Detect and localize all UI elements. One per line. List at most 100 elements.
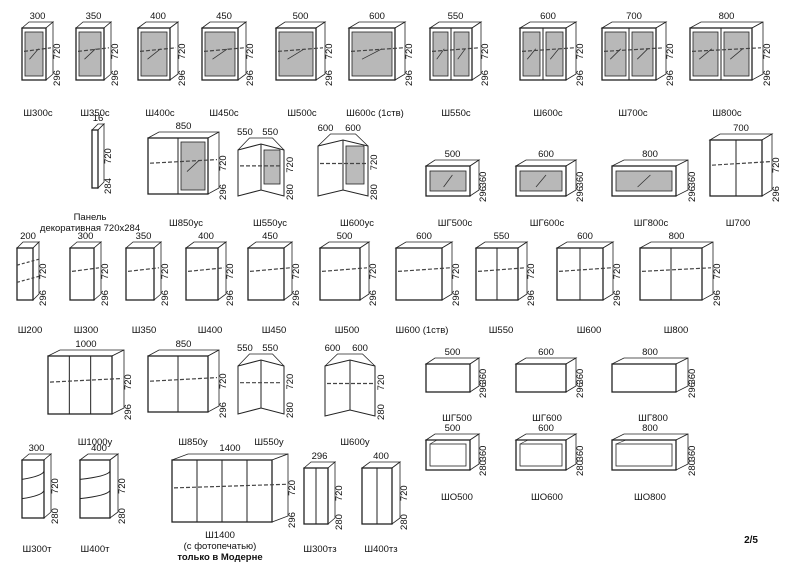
cabinet-front <box>185 247 219 301</box>
dim-depth: 280 <box>285 402 296 418</box>
item-label-sh400: Ш400 <box>198 325 223 336</box>
item-label-sh850u: Ш850у <box>178 437 207 448</box>
dim-height: 360 <box>478 172 489 188</box>
dim-depth: 296 <box>612 290 623 306</box>
item-label-shg600s: ШГ600с <box>530 218 564 229</box>
dim-height: 720 <box>376 374 387 390</box>
item-name: Ш600ус <box>340 218 374 229</box>
item-label-shg600: ШГ600 <box>532 413 562 424</box>
dim-width: 1400 <box>219 443 240 454</box>
item-label-sh600us: Ш600ус <box>340 218 374 229</box>
item-name: Ш200 <box>17 325 43 336</box>
item-label-sh700s: Ш700с <box>618 108 647 119</box>
item-name: Ш550с <box>441 108 471 119</box>
cabinet-top <box>689 21 764 29</box>
item-label-shg500s: ШГ500с <box>438 218 472 229</box>
dim-depth: 296 <box>245 70 256 86</box>
dim-depth: 296 <box>368 290 379 306</box>
item-name: Ш350с <box>80 108 110 119</box>
item-label-sh450: Ш450 <box>262 325 287 336</box>
item-name: Ш400с <box>145 108 175 119</box>
item-label-sho500: ШО500 <box>441 492 473 503</box>
item-name: Ш350 <box>131 325 157 336</box>
shelf-line <box>149 377 218 382</box>
item-label-sh600_1: Ш600 (1ств) <box>396 325 449 336</box>
cabinet-front <box>79 459 111 519</box>
dim-width: 800 <box>719 11 735 22</box>
item-label-sh500: Ш500 <box>335 325 360 336</box>
dim-width: 600 <box>577 231 593 242</box>
item-name: ШО600 <box>531 492 563 503</box>
shelf-line <box>173 483 287 489</box>
dim-height: 720 <box>526 263 537 279</box>
cabinet-top <box>147 131 220 139</box>
item-name: Ш300т <box>22 544 52 555</box>
shelf-line <box>23 47 52 52</box>
dim-height: 720 <box>369 154 380 170</box>
item-label-sh800: Ш800 <box>664 325 689 336</box>
item-label-sh600u: Ш600у <box>340 437 369 448</box>
shelf-line <box>521 47 575 52</box>
cabinet-front <box>395 247 443 301</box>
item-name: ШГ500с <box>437 218 473 229</box>
dim-width: 550 <box>448 11 464 22</box>
cabinet-top <box>639 241 714 249</box>
dim-width: 400 <box>373 451 389 462</box>
dim-height: 360 <box>478 369 489 385</box>
dim-depth: 296 <box>451 290 462 306</box>
dim-depth: 280 <box>369 184 380 200</box>
item-name: ШГ800с <box>633 218 669 229</box>
item-name: Ш850у <box>178 437 208 448</box>
cabinet-front <box>91 129 99 189</box>
dim-width: 1000 <box>75 339 96 350</box>
glass-panel <box>180 141 206 191</box>
dim-depth: 280 <box>334 514 345 530</box>
shelf-line <box>149 159 218 164</box>
dim-width: 800 <box>669 231 685 242</box>
dim-depth: 296 <box>160 290 171 306</box>
dim-width2: 550 <box>262 343 278 354</box>
dim-width: 450 <box>216 11 232 22</box>
dim-depth: 296 <box>687 382 698 398</box>
dim-width2: 550 <box>262 127 278 138</box>
item-label-sh550s: Ш550с <box>441 108 470 119</box>
dim-height: 720 <box>451 263 462 279</box>
dim-width: 400 <box>198 231 214 242</box>
dim-depth: 296 <box>218 184 229 200</box>
dim-height: 720 <box>287 480 298 496</box>
dim-width: 400 <box>91 443 107 454</box>
item-name: Ш300 <box>73 325 99 336</box>
item-label-sh400s: Ш400с <box>145 108 174 119</box>
item-name: Ш1000у <box>77 437 113 448</box>
dim-width: 600 <box>538 347 554 358</box>
item-label-sh500s: Ш500с <box>287 108 316 119</box>
dim-depth: 296 <box>225 290 236 306</box>
dim-width: 550 <box>237 127 253 138</box>
dim-height: 720 <box>324 43 335 59</box>
dim-depth: 296 <box>110 70 121 86</box>
item-name: Ш700с <box>618 108 648 119</box>
shelf-line <box>127 267 160 272</box>
shelf-line <box>77 47 110 52</box>
cabinet-front <box>21 459 45 519</box>
dim-width: 500 <box>445 347 461 358</box>
item-name: Ш400 <box>197 325 223 336</box>
dim-width: 600 <box>540 11 556 22</box>
dim-width: 300 <box>30 11 46 22</box>
